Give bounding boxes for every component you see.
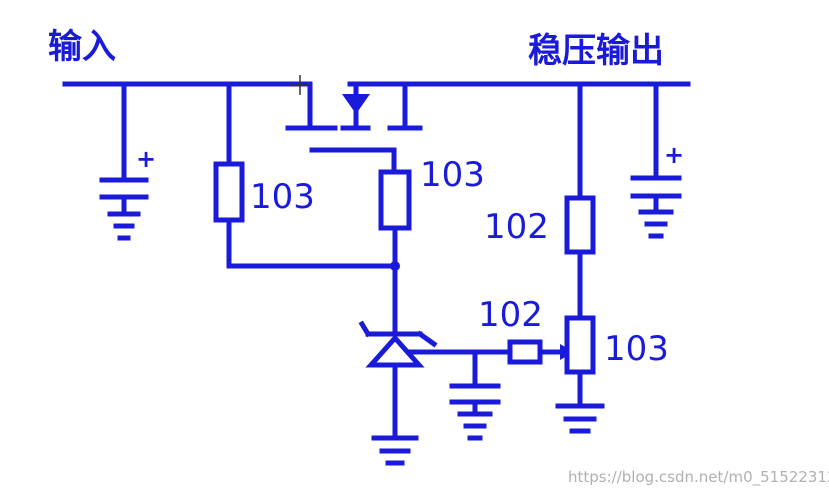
- output-label: 稳压输出: [528, 31, 664, 71]
- plus-sign: +: [664, 141, 684, 169]
- resistor-series: 102: [478, 295, 574, 365]
- resistor-left: 103: [213, 81, 400, 269]
- mosfet: [285, 81, 423, 175]
- reference-capacitor: [449, 349, 501, 441]
- resistor-series-label: 102: [478, 295, 543, 335]
- shunt-regulator: [358, 320, 513, 439]
- resistor-top-right: 102: [484, 81, 596, 321]
- resistor-gate: 103: [378, 155, 485, 335]
- input-capacitor: +: [99, 81, 156, 241]
- cursor-crosshair-icon: [290, 75, 310, 95]
- resistor-gate-label: 103: [420, 155, 485, 195]
- plus-sign: +: [136, 145, 156, 173]
- resistor-top-right-label: 102: [484, 207, 549, 247]
- ground-divider: [555, 403, 605, 434]
- resistor-left-label: 103: [250, 177, 315, 217]
- potentiometer: 103: [564, 315, 669, 407]
- ground-regulator: [371, 435, 419, 466]
- input-rail: [62, 81, 313, 129]
- input-label: 输入: [48, 27, 116, 67]
- output-capacitor: +: [630, 81, 684, 239]
- watermark: https://blog.csdn.net/m0_51522312: [568, 468, 829, 487]
- potentiometer-label: 103: [604, 329, 669, 369]
